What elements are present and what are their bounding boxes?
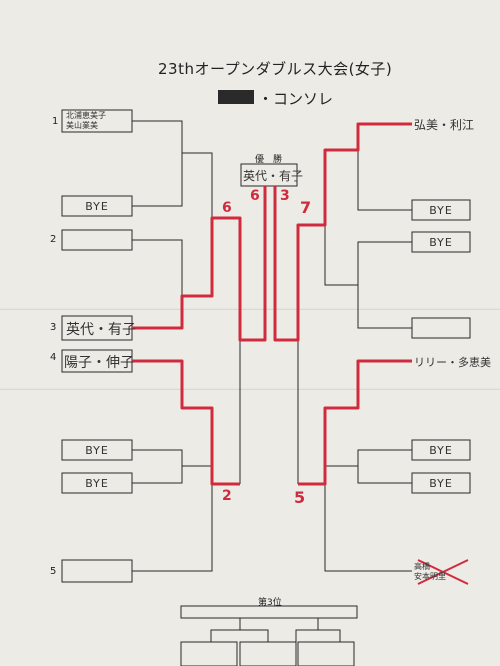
score-label: 6 (250, 188, 260, 204)
left-entry-1-line1: 北浦恵美子 (66, 111, 106, 120)
left-slot-5 (61, 559, 133, 583)
score-label: 2 (222, 488, 232, 504)
redacted-block (218, 90, 254, 104)
page-title: 23thオープンダブルス大会(女子) (158, 60, 393, 78)
seed-number: 4 (50, 352, 57, 363)
left-slot-2 (61, 229, 133, 251)
right-entry-4: リリー・多恵美 (414, 356, 491, 369)
paper-bottom (0, 390, 500, 666)
right-entry-1: 弘美・利江 (414, 118, 475, 132)
right-entry-7-line1: 高橋 (414, 562, 430, 571)
seed-number: 5 (50, 566, 57, 577)
paper-top (0, 0, 500, 310)
bye-label: BYE (429, 444, 453, 457)
champion-label: 優 勝 (255, 155, 283, 165)
left-entry-1-line2: 美山業美 (66, 121, 98, 130)
page-subtitle: ・コンソレ (258, 90, 334, 108)
third-place-box (180, 605, 358, 619)
score-label: 6 (222, 200, 232, 216)
bye-label: BYE (85, 200, 109, 213)
score-label: 7 (300, 198, 312, 217)
score-label: 3 (280, 188, 290, 204)
bye-label: BYE (85, 444, 109, 457)
bye-label: BYE (429, 204, 453, 217)
seed-number: 1 (52, 116, 59, 127)
bye-label: BYE (85, 477, 109, 490)
seed-number: 2 (50, 234, 57, 245)
bye-label: BYE (429, 477, 453, 490)
bye-label: BYE (429, 236, 453, 249)
left-entry-4: 陽子・伸子 (64, 355, 134, 371)
right-slot-3 (411, 317, 471, 339)
champion-name: 英代・有子 (243, 169, 304, 183)
score-label: 5 (294, 488, 306, 507)
right-entry-7-line2: 安本明里 (414, 572, 446, 581)
champion-box (240, 163, 298, 187)
third-place-label: 第3位 (258, 598, 282, 608)
left-entry-3: 英代・有子 (66, 322, 136, 338)
seed-number: 3 (50, 322, 57, 333)
